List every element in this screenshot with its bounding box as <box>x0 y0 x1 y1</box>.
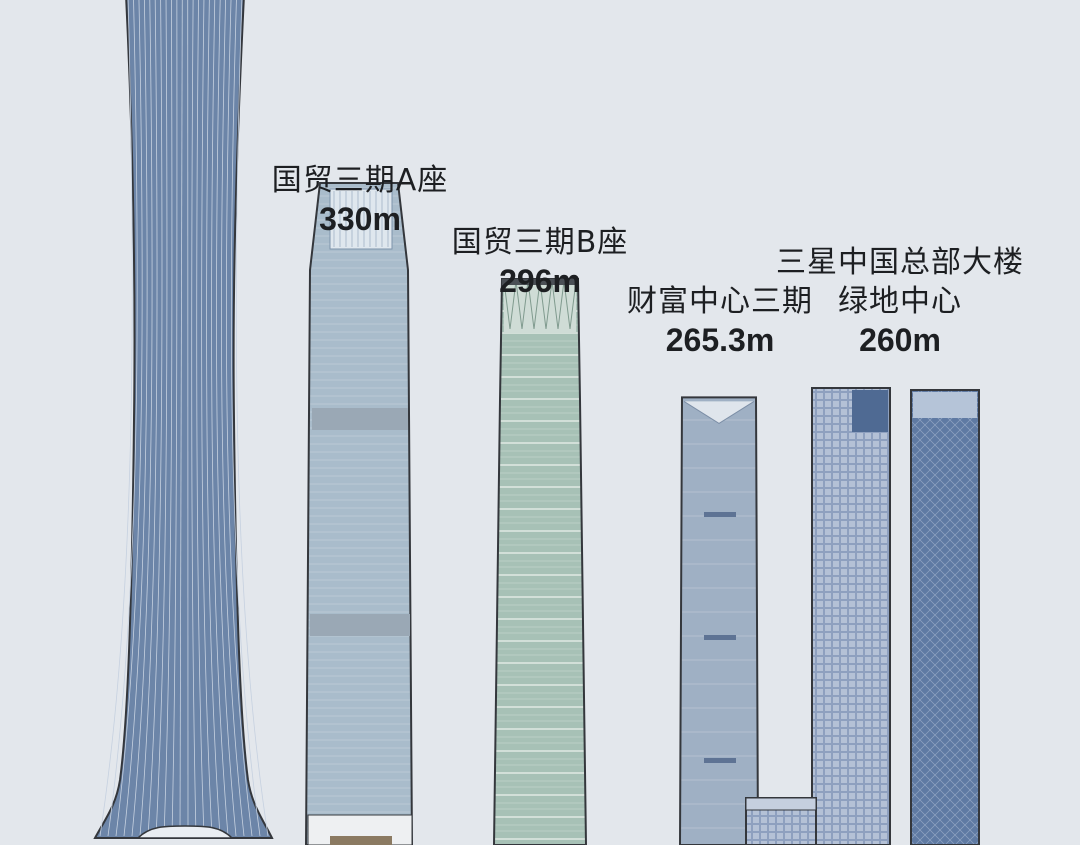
building-bar-1 <box>304 182 414 846</box>
building-name: 国贸三期A座 <box>271 163 449 198</box>
building-name: 国贸三期B座 <box>451 225 629 260</box>
building-bar-5 <box>910 389 980 846</box>
building-height-value: 330m <box>319 201 401 237</box>
building-label-4: 三星中国总部大楼 <box>776 244 1024 282</box>
building-bar-2 <box>492 278 588 846</box>
building-bar-0 <box>93 0 274 839</box>
building-name: 财富中心三期 <box>627 284 813 319</box>
building-name: 绿地中心 <box>838 284 962 319</box>
building-height-value: 260m <box>859 322 941 358</box>
building-height-value: 296m <box>499 263 581 299</box>
building-name: 三星中国总部大楼 <box>776 245 1024 280</box>
building-height-value: 265.3m <box>665 322 775 358</box>
ground <box>0 845 1080 855</box>
building-bar-4 <box>745 387 891 846</box>
building-bar-3 <box>678 396 760 846</box>
